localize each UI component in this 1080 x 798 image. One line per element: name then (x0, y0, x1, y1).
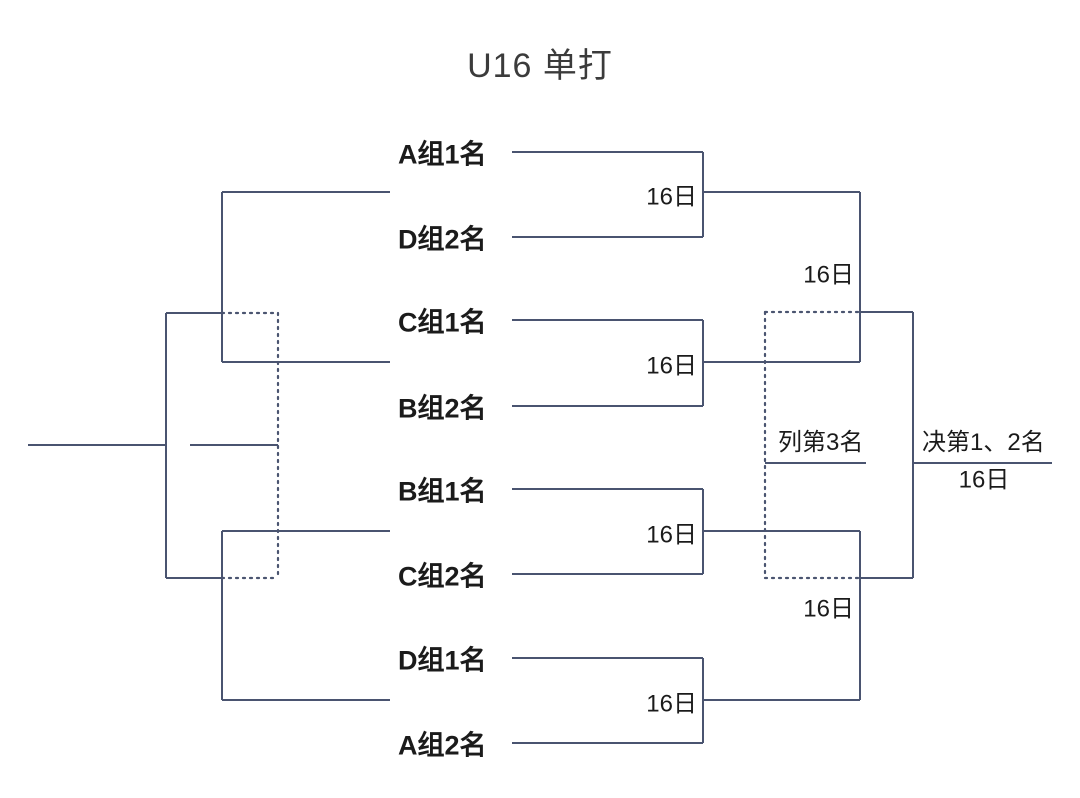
final-place-label: 决第1、2名 (922, 429, 1045, 456)
seed-b2: B组2名 (398, 393, 487, 424)
date-qf3: 16日 (646, 521, 697, 549)
seed-d1: D组1名 (398, 645, 487, 676)
third-place-label: 列第3名 (778, 429, 864, 456)
seed-a2: A组2名 (398, 730, 487, 761)
date-final: 16日 (958, 466, 1010, 494)
date-sf-top: 16日 (803, 261, 854, 289)
seed-b1: B组1名 (398, 476, 487, 507)
seed-c1: C组1名 (398, 307, 487, 338)
seed-d2: D组2名 (398, 224, 487, 255)
date-sf-bottom: 16日 (803, 595, 854, 623)
seed-c2: C组2名 (398, 561, 487, 592)
page-title: U16 单打 (467, 47, 613, 85)
seed-a1: A组1名 (398, 139, 487, 170)
date-qf4: 16日 (646, 690, 697, 718)
date-qf1: 16日 (646, 183, 697, 211)
date-qf2: 16日 (646, 352, 697, 380)
